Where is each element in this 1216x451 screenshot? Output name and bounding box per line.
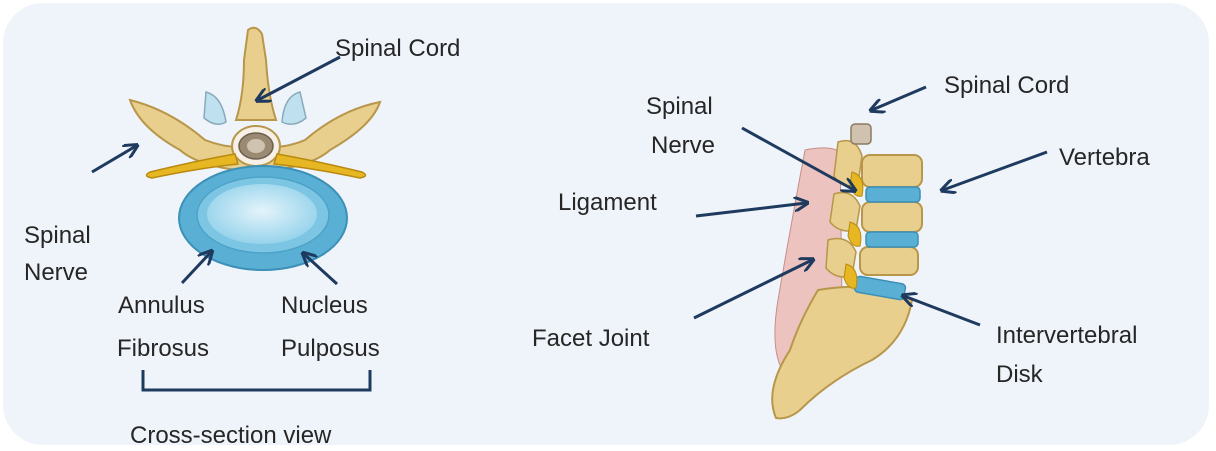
label-sv-spinal-nerve-2: Nerve [651, 130, 715, 161]
arrow-sv-ligament [696, 203, 806, 216]
cross-section-vertebra [130, 28, 380, 270]
label-sv-vertebra: Vertebra [1059, 142, 1150, 173]
cross-section-bracket [143, 370, 370, 390]
label-annulus-2: Fibrosus [117, 333, 209, 364]
label-cs-spinal-cord: Spinal Cord [335, 33, 460, 64]
label-cross-section-view: Cross-section view [130, 420, 331, 451]
label-cs-spinal-nerve-2: Nerve [24, 257, 88, 288]
arrow-cs-nucleus [304, 254, 337, 284]
arrow-sv-spinal-cord [872, 87, 926, 110]
label-sv-ligament: Ligament [558, 187, 657, 218]
label-annulus-1: Annulus [118, 290, 205, 321]
label-sv-facet-joint: Facet Joint [532, 323, 649, 354]
label-cs-spinal-nerve-1: Spinal [24, 220, 91, 251]
label-sv-spinal-nerve-1: Spinal [646, 91, 713, 122]
side-view-spine [772, 124, 922, 418]
label-nucleus-2: Pulposus [281, 333, 380, 364]
arrow-cs-annulus [182, 252, 211, 283]
arrow-cs-spinal-nerve [92, 146, 136, 172]
label-sv-disk-1: Intervertebral [996, 320, 1137, 351]
arrow-sv-disk [904, 296, 980, 325]
label-nucleus-1: Nucleus [281, 290, 368, 321]
label-sv-disk-2: Disk [996, 359, 1043, 390]
arrow-sv-vertebra [943, 152, 1047, 190]
label-sv-spinal-cord: Spinal Cord [944, 70, 1069, 101]
